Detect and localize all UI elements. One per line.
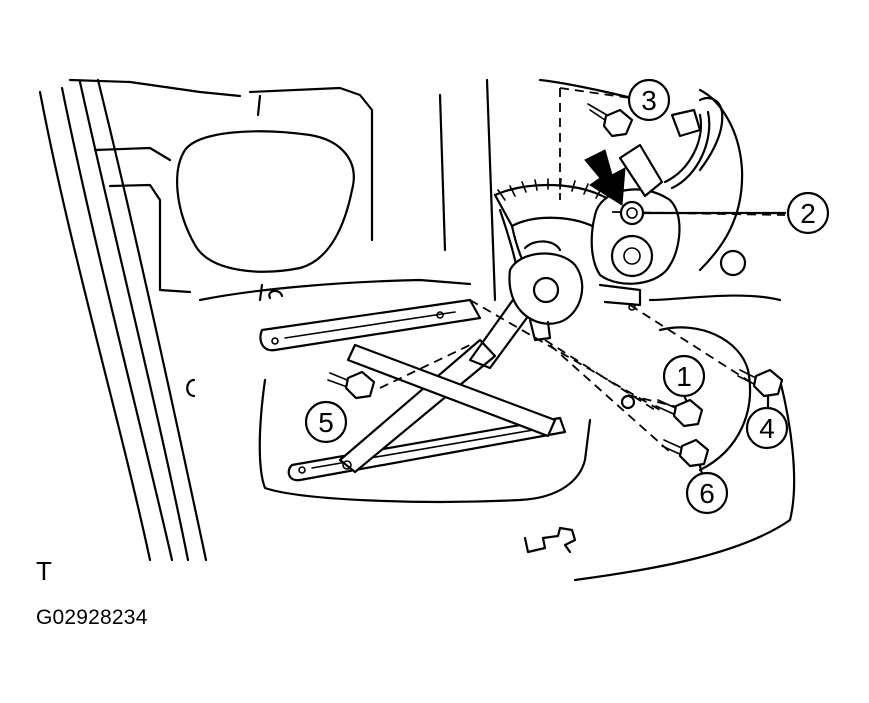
door-frame-lines <box>38 78 642 562</box>
bolt-1 <box>655 398 704 428</box>
window-motor <box>590 143 681 311</box>
arrow-icon <box>584 149 626 206</box>
callout-5: 5 <box>304 400 348 444</box>
mounting-holes <box>186 249 747 398</box>
service-hole <box>176 130 355 273</box>
callout-4: 4 <box>745 406 789 450</box>
callout-label-5: 5 <box>318 407 334 438</box>
callout-label-6: 6 <box>699 478 715 509</box>
bolt-5 <box>327 370 376 400</box>
regulator-rail-upper <box>259 298 482 352</box>
callout-2: 2 <box>786 191 830 235</box>
callout-label-4: 4 <box>759 413 775 444</box>
callout-1: 1 <box>662 354 706 398</box>
callout-3: 3 <box>627 78 671 122</box>
alignment-lines <box>379 87 786 453</box>
figure-code: G02928234 <box>36 606 148 629</box>
bolt-3 <box>587 103 634 138</box>
motor-connector <box>663 96 724 190</box>
regulator-arms <box>338 288 557 474</box>
panel-clip <box>523 526 577 554</box>
orientation-mark: T <box>36 556 52 586</box>
callout-label-1: 1 <box>676 361 692 392</box>
door-panel-outline <box>198 88 796 582</box>
hole-near-bolt-1 <box>620 394 636 410</box>
bolt-6 <box>661 438 710 468</box>
bolt-2 <box>619 200 645 226</box>
callout-label-2: 2 <box>800 198 816 229</box>
callout-6: 6 <box>685 471 729 515</box>
bolt-4 <box>737 368 784 398</box>
callout-label-3: 3 <box>641 85 657 116</box>
regulator-pivot <box>508 240 584 342</box>
